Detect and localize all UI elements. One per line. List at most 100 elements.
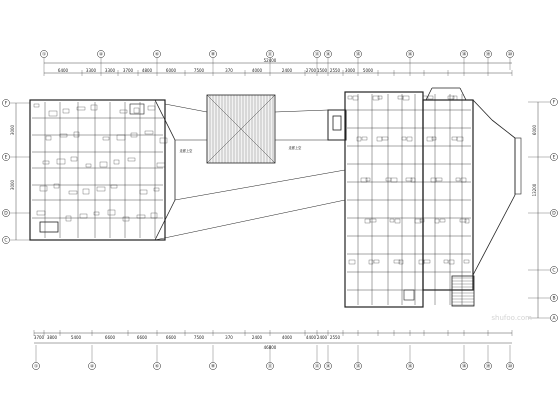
fixture xyxy=(147,105,156,111)
top-dim-text: 7500 xyxy=(194,68,205,73)
axis-bottom-9-bubble xyxy=(460,362,468,370)
fixture xyxy=(463,259,470,264)
fixture xyxy=(401,136,407,141)
axis-left-C-bubble xyxy=(2,236,10,244)
top-dim-text: 3300 xyxy=(105,68,116,73)
fixture xyxy=(435,177,443,182)
fixture xyxy=(414,218,422,224)
fixture xyxy=(136,214,146,219)
fixture xyxy=(45,135,52,141)
axis-bottom-7: ⑮ xyxy=(356,363,361,370)
axis-right-C-bubble xyxy=(550,266,558,274)
axis-bottom-4: ⑪ xyxy=(268,363,273,370)
fixture xyxy=(56,158,66,165)
stair-block xyxy=(451,275,475,307)
axis-left-F: F xyxy=(5,101,8,107)
axis-top-1: ① xyxy=(42,52,46,58)
bottom-dim-text: 6600 xyxy=(166,335,177,340)
axis-left-D-bubble xyxy=(2,209,10,217)
axis-right-E: E xyxy=(553,155,556,161)
fixture xyxy=(150,212,158,219)
elevator-shaft xyxy=(332,115,342,131)
axis-right-E-bubble xyxy=(550,153,558,161)
fixture xyxy=(42,160,50,165)
equipment-block xyxy=(129,103,145,115)
stair-block xyxy=(39,221,59,233)
fixture xyxy=(406,136,413,142)
fixture xyxy=(33,103,40,108)
fixture xyxy=(153,187,160,192)
fixture xyxy=(48,110,58,117)
bottom-dim-text: 2400 xyxy=(317,335,328,340)
bottom-dim-text: 6600 xyxy=(105,335,116,340)
axis-bottom-2-bubble xyxy=(153,362,161,370)
bottom-dim-text: 3700 xyxy=(34,335,45,340)
axis-right-F-bubble xyxy=(550,98,558,106)
fixture xyxy=(398,259,404,265)
fixture xyxy=(393,259,401,264)
bay-balcony xyxy=(514,137,522,195)
fixture xyxy=(376,136,383,142)
axis-top-19: ⑲ xyxy=(486,51,491,58)
axis-top-4-bubble xyxy=(97,50,105,58)
top-dim-text: 4800 xyxy=(142,68,153,73)
left-dim-text: 3000 xyxy=(10,124,15,135)
fixture xyxy=(368,259,374,265)
fixture xyxy=(113,159,120,165)
fixture xyxy=(156,162,166,168)
left-dim-text: 3000 xyxy=(10,179,15,190)
fixture xyxy=(130,132,138,138)
corridor-edge xyxy=(164,103,208,113)
axis-top-4: ④ xyxy=(99,52,103,58)
fixture xyxy=(70,156,78,162)
fixture xyxy=(364,218,371,224)
fixture xyxy=(76,106,86,111)
fixture xyxy=(119,109,128,114)
right-dim-text: 13200 xyxy=(532,183,537,196)
fixture xyxy=(455,177,461,182)
fixture xyxy=(96,186,106,192)
axis-bottom-6: ⑭ xyxy=(326,363,331,370)
fixture xyxy=(361,136,368,141)
bottom-total-dim: 46800 xyxy=(264,345,277,350)
axis-bottom-1: ④ xyxy=(90,364,94,370)
fixture xyxy=(451,136,458,141)
axis-top-8: ⑧ xyxy=(211,52,215,58)
fixture xyxy=(73,131,80,138)
axis-top-6: ⑥ xyxy=(155,52,159,58)
axis-bottom-11: ⑳ xyxy=(508,363,513,370)
left-wing-outline xyxy=(29,99,166,241)
axis-bottom-10-bubble xyxy=(484,362,492,370)
fixture xyxy=(405,177,413,182)
fixture xyxy=(62,108,70,114)
axis-top-16-bubble xyxy=(406,50,414,58)
top-dim-text: 5000 xyxy=(363,68,374,73)
fixture xyxy=(99,161,108,168)
axis-bottom-5: ⑬ xyxy=(315,363,320,370)
bay-edge xyxy=(491,119,516,139)
fixture xyxy=(65,215,72,222)
fixture xyxy=(426,136,434,142)
fixture xyxy=(36,210,46,216)
fixture xyxy=(144,130,154,135)
top-dim-text: 3700 xyxy=(123,68,134,73)
bottom-dim-text: 370 xyxy=(225,335,233,340)
axis-top-15-bubble xyxy=(354,50,362,58)
axis-top-11-bubble xyxy=(266,50,274,58)
fixture xyxy=(456,136,464,142)
axis-right-F: F xyxy=(553,100,556,106)
fixture xyxy=(53,183,60,189)
fixture xyxy=(90,104,98,111)
fixture xyxy=(348,259,356,265)
fixture xyxy=(82,188,90,195)
axis-right-C: C xyxy=(552,268,555,274)
axis-bottom-2: ⑥ xyxy=(155,364,159,370)
axis-top-1-bubble xyxy=(40,50,48,58)
fixture xyxy=(422,95,428,101)
fixture xyxy=(356,136,362,142)
axis-left-D: D xyxy=(4,211,8,217)
bottom-dim-text: 7500 xyxy=(194,335,205,340)
corridor-edge xyxy=(274,109,329,113)
tower-edge xyxy=(459,87,467,101)
